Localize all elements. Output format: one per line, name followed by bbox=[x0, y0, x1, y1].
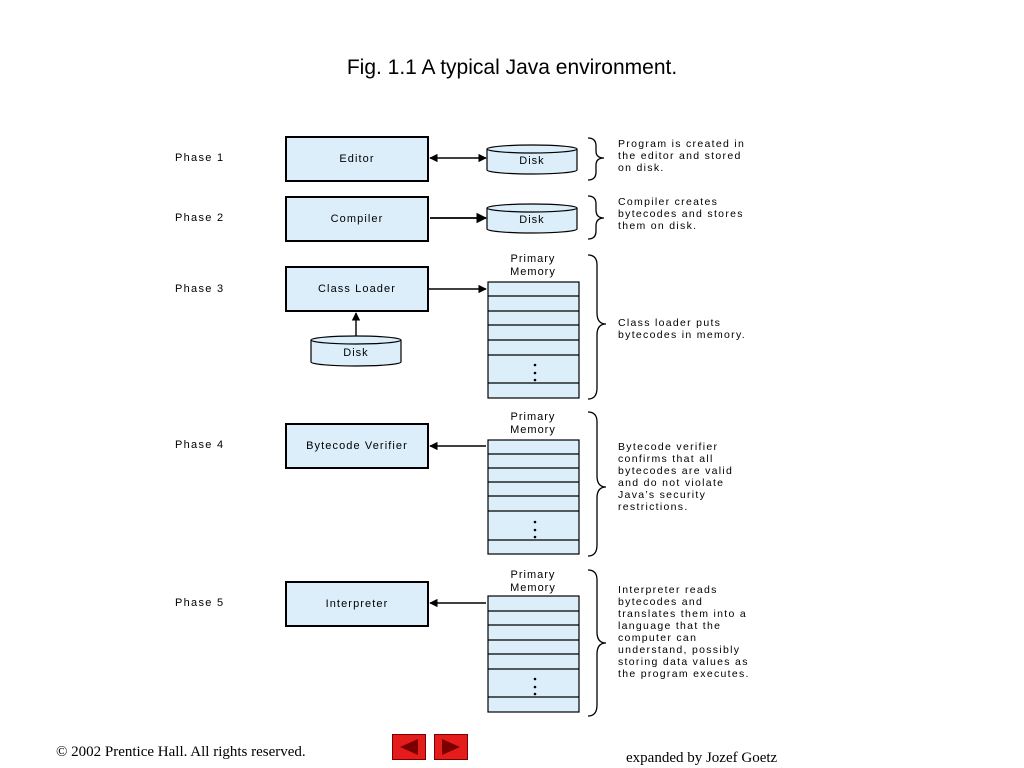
previous-slide-button[interactable] bbox=[392, 734, 426, 760]
phase-label-5: Phase 5 bbox=[175, 597, 225, 609]
phase-1-disk bbox=[486, 144, 578, 175]
phase-1-note: Program is created in the editor and sto… bbox=[618, 138, 746, 174]
phase-2-disk-label: Disk bbox=[519, 214, 545, 226]
phase-label-1: Phase 1 bbox=[175, 152, 225, 164]
phase-label-2: Phase 2 bbox=[175, 212, 225, 224]
phase-4-memory bbox=[487, 439, 580, 555]
bytecode-verifier-box: Bytecode Verifier bbox=[285, 423, 429, 469]
phase-5-memory bbox=[487, 595, 580, 713]
interpreter-box: Interpreter bbox=[285, 581, 429, 627]
phase-braces bbox=[587, 137, 607, 717]
phase-5-memory-caption: Primary Memory bbox=[510, 569, 556, 594]
credit-text: expanded by Jozef Goetz bbox=[626, 750, 778, 766]
arrow-right-icon bbox=[442, 739, 460, 755]
phase-3-disk-label: Disk bbox=[343, 347, 369, 359]
page-title: Fig. 1.1 A typical Java environment. bbox=[346, 56, 678, 79]
editor-box: Editor bbox=[285, 136, 429, 182]
phase-5-note: Interpreter reads bytecodes and translat… bbox=[618, 584, 750, 680]
phase-label-4: Phase 4 bbox=[175, 439, 225, 451]
phase-1-disk-label: Disk bbox=[519, 155, 545, 167]
class-loader-box: Class Loader bbox=[285, 266, 429, 312]
phase-3-note: Class loader puts bytecodes in memory. bbox=[618, 317, 746, 341]
copyright-text: © 2002 Prentice Hall. All rights reserve… bbox=[56, 744, 306, 760]
phase-4-memory-caption: Primary Memory bbox=[510, 411, 556, 436]
memory-ellipsis-dots bbox=[533, 363, 537, 696]
phase-4-note: Bytecode verifier confirms that all byte… bbox=[618, 441, 734, 513]
phase-label-3: Phase 3 bbox=[175, 283, 225, 295]
phase-3-memory-caption: Primary Memory bbox=[510, 253, 556, 278]
phase-2-disk bbox=[486, 203, 578, 234]
phase-2-note: Compiler creates bytecodes and stores th… bbox=[618, 196, 744, 232]
phase-3-memory bbox=[487, 281, 580, 399]
compiler-box: Compiler bbox=[285, 196, 429, 242]
arrow-left-icon bbox=[400, 739, 418, 755]
next-slide-button[interactable] bbox=[434, 734, 468, 760]
